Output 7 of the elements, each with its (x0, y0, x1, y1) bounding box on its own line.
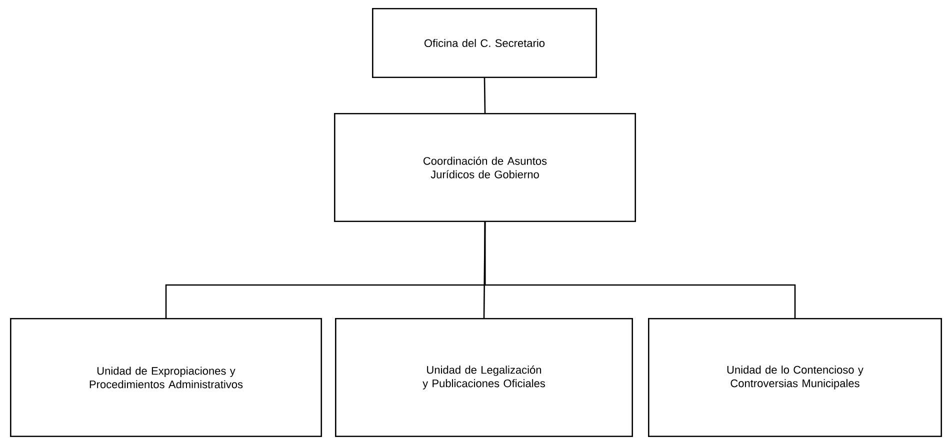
org-box: Unidad de Legalización y Publicaciones Oficiales (335, 318, 633, 437)
org-box: Unidad de Expropiaciones y Procedimientos Administrativos (10, 318, 322, 437)
org-box: Oficina del C. Secretario (372, 8, 597, 78)
org-box: Coordinación de Asuntos Jurídicos de Gobierno (334, 113, 636, 222)
org-box: Unidad de lo Contencioso y Controversias Municipales (648, 318, 942, 437)
connector-line (484, 78, 486, 113)
connector-line (484, 222, 796, 318)
